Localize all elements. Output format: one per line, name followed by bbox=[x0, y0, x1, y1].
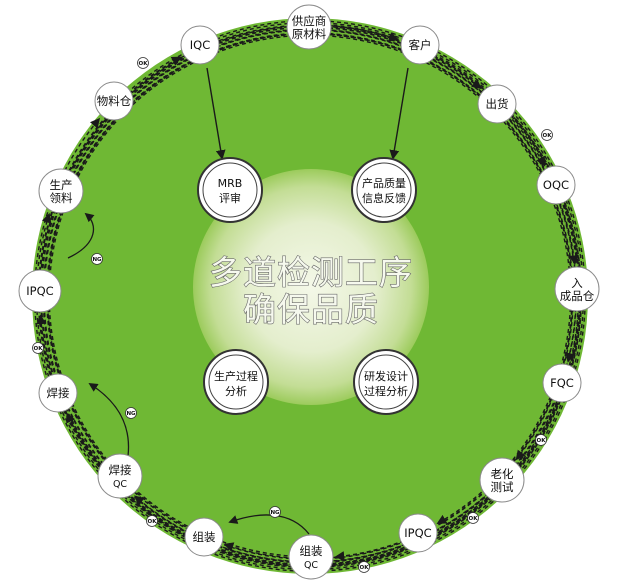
node-aging-test-label-1: 老化 bbox=[491, 467, 514, 481]
hub-mrb-line1: MRB bbox=[218, 177, 243, 190]
iqc-to-mrb-arrow bbox=[206, 67, 226, 160]
ng-arc-ipqc-to-material-issue bbox=[67, 212, 95, 259]
ok-tag: OK bbox=[535, 434, 547, 446]
hub-mrb-line2: 评审 bbox=[219, 191, 241, 205]
ng-tag: NG bbox=[91, 253, 103, 265]
perimeter-nodes: 供应商原材料客户出货OQC入成品仓FQC老化测试IPQC组装QC组装焊接QC焊接… bbox=[18, 4, 600, 580]
center-title-line2: 确保品质 bbox=[243, 290, 379, 329]
hub-input-arrows bbox=[206, 67, 409, 160]
node-ipqc-left-label-1: IPQC bbox=[26, 284, 53, 298]
hub-process-line2: 分析 bbox=[225, 384, 247, 398]
node-customer: 客户 bbox=[400, 25, 440, 65]
node-fqc: FQC bbox=[542, 363, 582, 403]
hub-feedback-line1: 产品质量 bbox=[362, 176, 406, 190]
hub-process-analysis: 生产过程 分析 bbox=[203, 349, 269, 415]
ok-tag-label: OK bbox=[360, 565, 370, 571]
node-warehouse-in-label-2: 成品仓 bbox=[560, 289, 595, 303]
flow-arrow-assembly-to-assembly-qc bbox=[47, 33, 573, 561]
node-material-warehouse: 物料仓 bbox=[94, 81, 134, 121]
ng-arc-welding-qc-to-welding bbox=[88, 383, 130, 457]
ng-tag: NG bbox=[269, 506, 281, 518]
ok-tag: OK bbox=[467, 512, 479, 524]
ok-tag-label: OK bbox=[148, 519, 158, 525]
hub-quality-feedback: 产品质量 信息反馈 bbox=[351, 157, 417, 223]
ok-tag-label: OK bbox=[34, 346, 44, 352]
hub-design-line2: 过程分析 bbox=[364, 384, 408, 398]
node-customer-label-1: 客户 bbox=[409, 38, 432, 52]
node-assembly: 组装 bbox=[184, 517, 224, 557]
ok-tag-label: OK bbox=[537, 438, 547, 444]
node-welding-qc-label-1: 焊接 bbox=[109, 463, 132, 477]
flow-arrow-shipping-to-customer bbox=[38, 24, 582, 568]
hub-mrb: MRB 评审 bbox=[197, 157, 263, 223]
ok-tag: OK bbox=[146, 515, 158, 527]
ng-tag-label: NG bbox=[92, 257, 102, 263]
node-shipping-label-1: 出货 bbox=[486, 97, 509, 111]
ok-tag-label: OK bbox=[139, 61, 149, 67]
ok-tag: OK bbox=[541, 129, 553, 141]
node-iqc: IQC bbox=[180, 25, 220, 65]
status-tags: OK OK OK OK OK OK OK NG NG NG bbox=[32, 57, 553, 573]
node-iqc-label-1: IQC bbox=[190, 38, 210, 52]
ng-tag-label: NG bbox=[126, 411, 136, 417]
hub-design-analysis: 研发设计 过程分析 bbox=[353, 349, 419, 415]
node-assembly-qc: 组装 QC bbox=[288, 534, 334, 580]
ring-flow-arrows bbox=[33, 20, 586, 572]
node-material-warehouse-label-1: 物料仓 bbox=[97, 94, 132, 108]
flow-arrow-material-warehouse-to-material-issue bbox=[35, 22, 585, 571]
node-supplier-label-1: 供应商 bbox=[292, 14, 327, 28]
node-warehouse-in-label-1: 入 bbox=[571, 276, 583, 290]
flow-arrow-oqc-to-shipping bbox=[40, 26, 580, 566]
center-title-line1: 多道检测工序 bbox=[209, 253, 413, 292]
ok-tag: OK bbox=[32, 342, 44, 354]
hub-feedback-line2: 信息反馈 bbox=[362, 191, 406, 205]
ng-tag: NG bbox=[125, 407, 137, 419]
node-shipping: 出货 bbox=[477, 84, 517, 124]
node-material-issue-label-1: 生产 bbox=[50, 178, 73, 192]
flow-arrow-welding-qc-to-assembly bbox=[46, 32, 574, 560]
node-fqc-label-1: FQC bbox=[550, 376, 574, 390]
flow-arrow-fqc-to-warehouse-in bbox=[42, 28, 579, 564]
ok-tag-label: OK bbox=[469, 516, 479, 522]
node-welding: 焊接 bbox=[38, 373, 78, 413]
node-oqc-label-1: OQC bbox=[543, 178, 569, 192]
ok-tag: OK bbox=[358, 561, 370, 573]
node-material-issue-label-2: 领料 bbox=[50, 191, 73, 205]
node-ipqc-left: IPQC bbox=[18, 269, 62, 313]
ok-tag: OK bbox=[137, 57, 149, 69]
node-welding-label-1: 焊接 bbox=[47, 386, 70, 400]
hub-design-line1: 研发设计 bbox=[364, 369, 408, 383]
inner-center-disc bbox=[193, 169, 429, 405]
node-oqc: OQC bbox=[536, 165, 576, 205]
node-assembly-label-1: 组装 bbox=[193, 530, 216, 544]
flow-arrow-ipqc-left-to-welding bbox=[40, 25, 581, 567]
ng-tag-label: NG bbox=[270, 510, 280, 516]
node-ipqc-bottom: IPQC bbox=[398, 513, 438, 553]
ok-tag-label: OK bbox=[543, 133, 553, 139]
customer-to-feedback-arrow bbox=[389, 67, 409, 160]
node-assembly-qc-label-1: 组装 bbox=[300, 544, 323, 558]
node-welding-qc-label-2: QC bbox=[113, 479, 127, 490]
node-aging-test-label-2: 测试 bbox=[491, 480, 514, 494]
flow-arrow-iqc-to-material-warehouse bbox=[33, 20, 586, 572]
flow-arrow-assembly-qc-to-ipqc-bottom bbox=[48, 34, 572, 557]
node-supplier-label-2: 原材料 bbox=[292, 27, 327, 41]
hub-process-line1: 生产过程 bbox=[214, 369, 258, 383]
node-assembly-qc-label-2: QC bbox=[304, 560, 318, 571]
node-welding-qc: 焊接 QC bbox=[97, 453, 143, 499]
node-ipqc-bottom-label-1: IPQC bbox=[404, 526, 431, 540]
